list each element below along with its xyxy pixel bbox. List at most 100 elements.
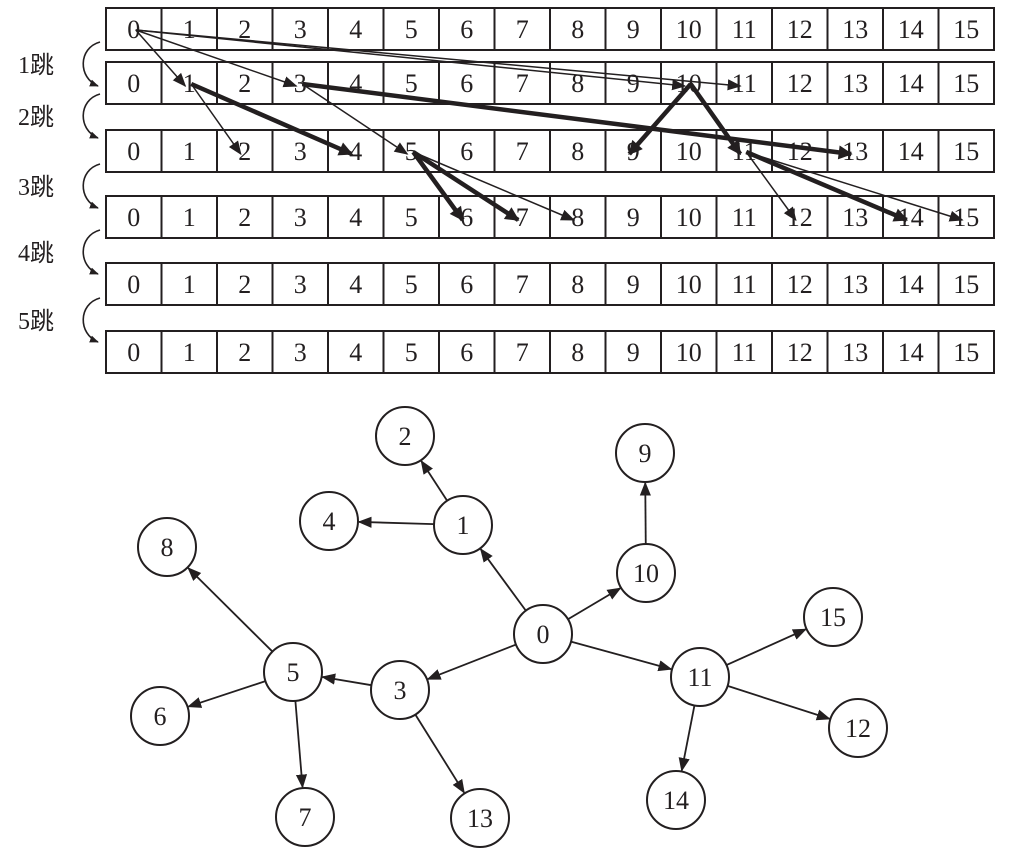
tree-node: 0 — [513, 604, 573, 664]
tree-node: 5 — [263, 642, 323, 702]
cell-label: 9 — [627, 270, 640, 299]
tree-node: 1 — [433, 495, 493, 555]
cell — [771, 61, 829, 105]
tree-edge — [426, 643, 517, 680]
cell-label: 9 — [627, 338, 640, 367]
cell-label: 3 — [294, 203, 307, 232]
cell — [271, 195, 329, 239]
cell-label: 8 — [571, 69, 584, 98]
tree-edge — [570, 640, 673, 672]
cell — [105, 262, 163, 306]
cell — [493, 195, 551, 239]
cell-label: 1 — [183, 338, 196, 367]
tree-node: 12 — [828, 698, 888, 758]
cell-label: 15 — [953, 69, 979, 98]
cell-label: 13 — [842, 270, 868, 299]
cell-label: 0 — [127, 69, 140, 98]
tree-edge — [187, 680, 266, 708]
tree-node-label: 2 — [399, 422, 412, 451]
cell — [105, 7, 163, 51]
cell-label: 0 — [127, 15, 140, 44]
cell-label: 10 — [676, 270, 702, 299]
tree-node-circle — [513, 604, 573, 664]
hop-label: 4跳 — [18, 240, 54, 267]
cell-label: 11 — [732, 203, 757, 232]
cell-label: 10 — [676, 203, 702, 232]
cell-label: 14 — [898, 69, 924, 98]
tree-node-label: 5 — [287, 658, 300, 687]
tree-node: 11 — [670, 647, 730, 707]
cell-label: 4 — [349, 15, 362, 44]
cell — [604, 195, 662, 239]
cell — [937, 262, 995, 306]
tree-node: 7 — [275, 787, 335, 847]
cell — [882, 330, 940, 374]
cell — [160, 195, 218, 239]
cell-label: 15 — [953, 338, 979, 367]
cell — [105, 330, 163, 374]
cell-label: 4 — [349, 203, 362, 232]
cell-label: 14 — [898, 15, 924, 44]
cell — [937, 61, 995, 105]
cell — [549, 7, 607, 51]
cell-label: 3 — [294, 15, 307, 44]
cell-label: 13 — [842, 15, 868, 44]
hop-label: 2跳 — [18, 104, 54, 131]
cell-label: 1 — [183, 137, 196, 166]
tree-node-circle — [130, 686, 190, 746]
routing-arrow — [412, 151, 576, 221]
cell-label: 2 — [238, 15, 251, 44]
cell — [882, 7, 940, 51]
cell-label: 0 — [127, 203, 140, 232]
tree-node-circle — [616, 543, 676, 603]
cell — [271, 7, 329, 51]
cell — [438, 262, 496, 306]
cell-label: 14 — [898, 338, 924, 367]
tree-edge — [187, 567, 274, 653]
cell-label: 8 — [571, 137, 584, 166]
cell-label: 8 — [571, 270, 584, 299]
cell-label: 12 — [787, 270, 813, 299]
cell-label: 0 — [127, 338, 140, 367]
cell — [549, 262, 607, 306]
cell-label: 10 — [676, 338, 702, 367]
routing-arrow — [745, 149, 909, 223]
cell-label: 12 — [787, 137, 813, 166]
tree-node: 6 — [130, 686, 190, 746]
cell — [771, 7, 829, 51]
cell-label: 4 — [349, 338, 362, 367]
routing-arrow — [746, 151, 964, 222]
cell — [216, 330, 274, 374]
cell — [438, 7, 496, 51]
cell — [771, 330, 829, 374]
cell-label: 3 — [294, 137, 307, 166]
cell-label: 0 — [127, 137, 140, 166]
cell — [493, 262, 551, 306]
routing-arrows — [135, 29, 964, 223]
cell-label: 9 — [627, 69, 640, 98]
cell-label: 6 — [460, 338, 473, 367]
cell-label: 7 — [516, 137, 529, 166]
tree-node: 9 — [615, 423, 675, 483]
cell-label: 1 — [183, 15, 196, 44]
cell-label: 4 — [349, 270, 362, 299]
cell-label: 7 — [516, 270, 529, 299]
tree-node-label: 15 — [820, 603, 846, 632]
cell — [327, 129, 385, 173]
routing-arrow — [411, 150, 465, 222]
tree-node-circle — [615, 423, 675, 483]
cell — [882, 129, 940, 173]
tree-node-label: 14 — [663, 786, 689, 815]
cell-label: 7 — [516, 338, 529, 367]
tree-node-label: 10 — [633, 559, 659, 588]
cell-label: 6 — [460, 15, 473, 44]
cell-label: 9 — [627, 15, 640, 44]
cell-label: 11 — [732, 270, 757, 299]
cell-label: 1 — [183, 203, 196, 232]
cell-label: 14 — [898, 270, 924, 299]
cell — [882, 262, 940, 306]
cell-label: 9 — [627, 203, 640, 232]
tree-node-circle — [299, 491, 359, 551]
cell — [216, 262, 274, 306]
